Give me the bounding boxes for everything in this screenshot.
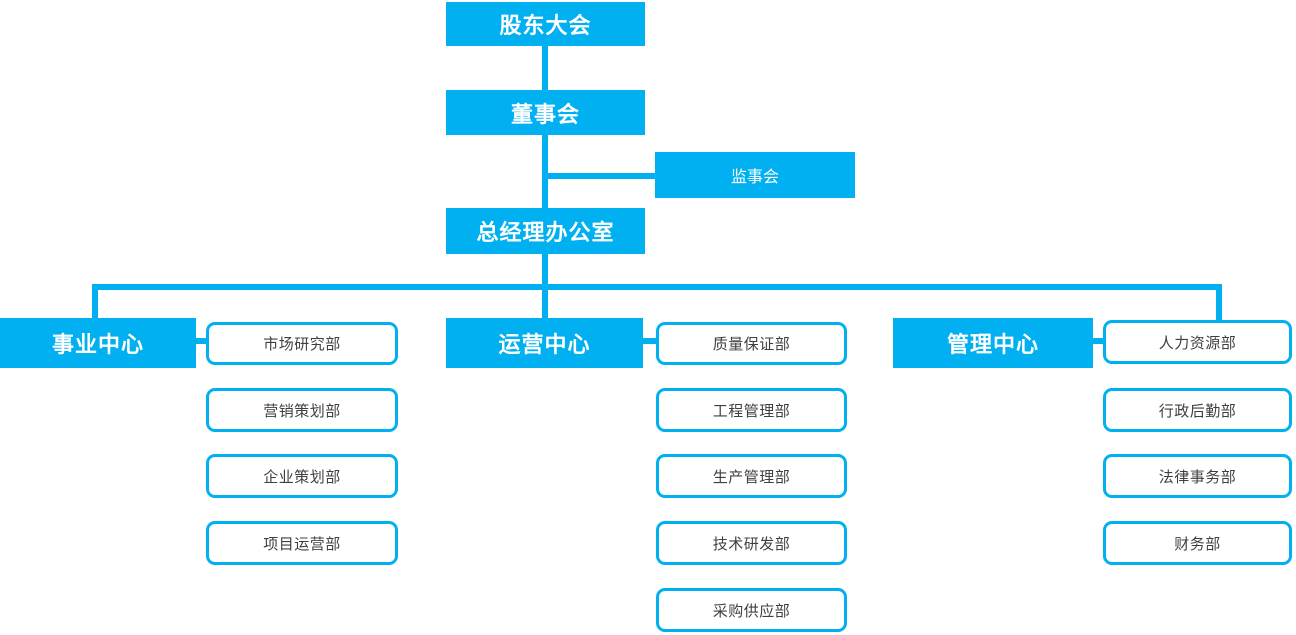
connector-board-gm	[542, 134, 548, 208]
connector-trunk-horizontal	[92, 284, 1222, 290]
node-gm-office: 总经理办公室	[446, 208, 645, 254]
dept-human-resources: 人力资源部	[1103, 320, 1292, 364]
connector-dash-business	[196, 338, 207, 344]
connector-drop-left	[92, 287, 98, 318]
connector-dash-management	[1091, 338, 1104, 344]
dept-engineering-management: 工程管理部	[656, 388, 847, 432]
node-shareholders-meeting: 股东大会	[446, 2, 645, 46]
node-supervisory-board: 监事会	[655, 152, 855, 198]
connector-gm-trunk	[542, 254, 548, 287]
dept-market-research: 市场研究部	[206, 322, 398, 365]
dept-project-operations: 项目运营部	[206, 521, 398, 565]
connector-drop-right	[1216, 287, 1222, 320]
dept-quality-assurance: 质量保证部	[656, 322, 847, 365]
node-center-business: 事业中心	[0, 318, 196, 368]
dept-legal-affairs: 法律事务部	[1103, 454, 1292, 498]
connector-branch-supervisory	[545, 173, 655, 179]
node-center-operations: 运营中心	[446, 318, 643, 368]
dept-admin-logistics: 行政后勤部	[1103, 388, 1292, 432]
dept-production-management: 生产管理部	[656, 454, 847, 498]
dept-procurement-supply: 采购供应部	[656, 588, 847, 632]
connector-drop-middle	[542, 287, 548, 318]
dept-marketing-planning: 营销策划部	[206, 388, 398, 432]
connector-root-board	[542, 46, 548, 90]
dept-tech-rnd: 技术研发部	[656, 521, 847, 565]
dept-enterprise-planning: 企业策划部	[206, 454, 398, 498]
connector-dash-operations	[641, 338, 656, 344]
node-board-of-directors: 董事会	[446, 90, 645, 135]
node-center-management: 管理中心	[893, 318, 1093, 368]
dept-finance: 财务部	[1103, 521, 1292, 565]
